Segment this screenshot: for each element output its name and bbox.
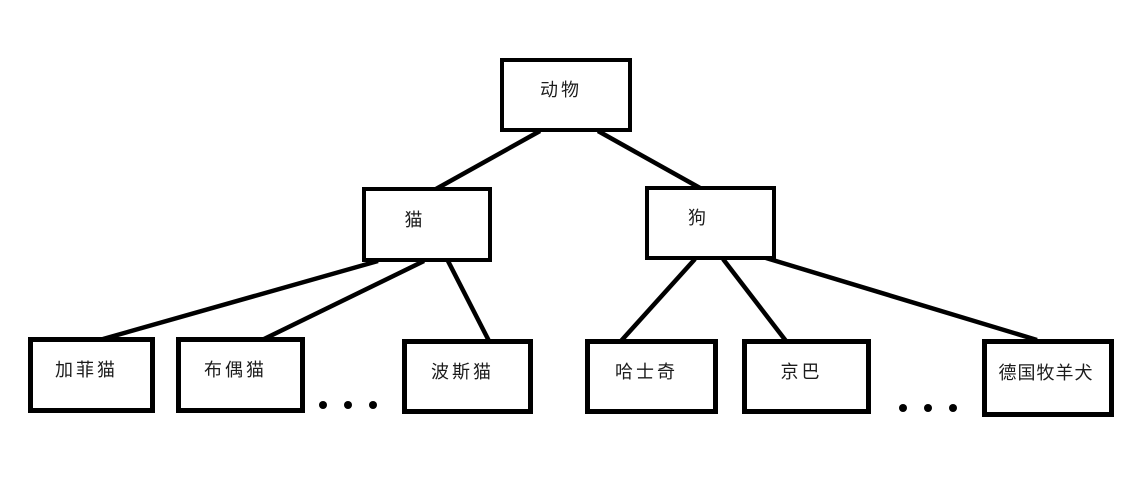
node-cat-label: 猫 — [404, 209, 426, 230]
ellipsis-dot — [899, 404, 907, 412]
node-persian-cat-label: 波斯猫 — [431, 361, 494, 382]
ellipsis-dot — [344, 401, 352, 409]
node-german-shepherd: 德国牧羊犬 — [982, 339, 1114, 417]
node-pekingese-label: 京巴 — [780, 361, 823, 382]
edge-cat-persian — [445, 259, 492, 343]
node-husky-label: 哈士奇 — [615, 361, 678, 382]
node-persian-cat: 波斯猫 — [402, 339, 533, 414]
node-garfield-cat: 加菲猫 — [28, 337, 155, 413]
ellipsis-dot — [949, 404, 957, 412]
edge-dog-husky — [619, 257, 697, 343]
ellipsis-dog-dots — [899, 404, 957, 412]
edge-dog-german-shepherd — [765, 255, 1038, 343]
node-animal-label: 动物 — [540, 80, 582, 100]
node-husky: 哈士奇 — [585, 339, 718, 414]
ellipsis-dot — [369, 401, 377, 409]
node-animal: 动物 — [500, 58, 632, 132]
node-ragdoll-cat: 布偶猫 — [176, 337, 305, 413]
edge-animal-cat — [434, 129, 542, 191]
ellipsis-dot — [924, 404, 932, 412]
node-german-shepherd-label: 德国牧羊犬 — [998, 363, 1094, 383]
node-cat: 猫 — [362, 187, 492, 262]
node-dog-label: 狗 — [688, 208, 709, 228]
node-garfield-cat-label: 加菲猫 — [55, 360, 118, 380]
edge-cat-garfield — [102, 258, 379, 342]
node-dog: 狗 — [645, 186, 776, 260]
node-ragdoll-cat-label: 布偶猫 — [204, 360, 267, 380]
ellipsis-dot — [319, 401, 327, 409]
edge-cat-ragdoll — [261, 258, 425, 343]
ellipsis-cat-dots — [319, 401, 377, 409]
edge-animal-dog — [596, 129, 702, 190]
node-pekingese: 京巴 — [742, 339, 871, 414]
edge-dog-pekingese — [721, 257, 788, 343]
